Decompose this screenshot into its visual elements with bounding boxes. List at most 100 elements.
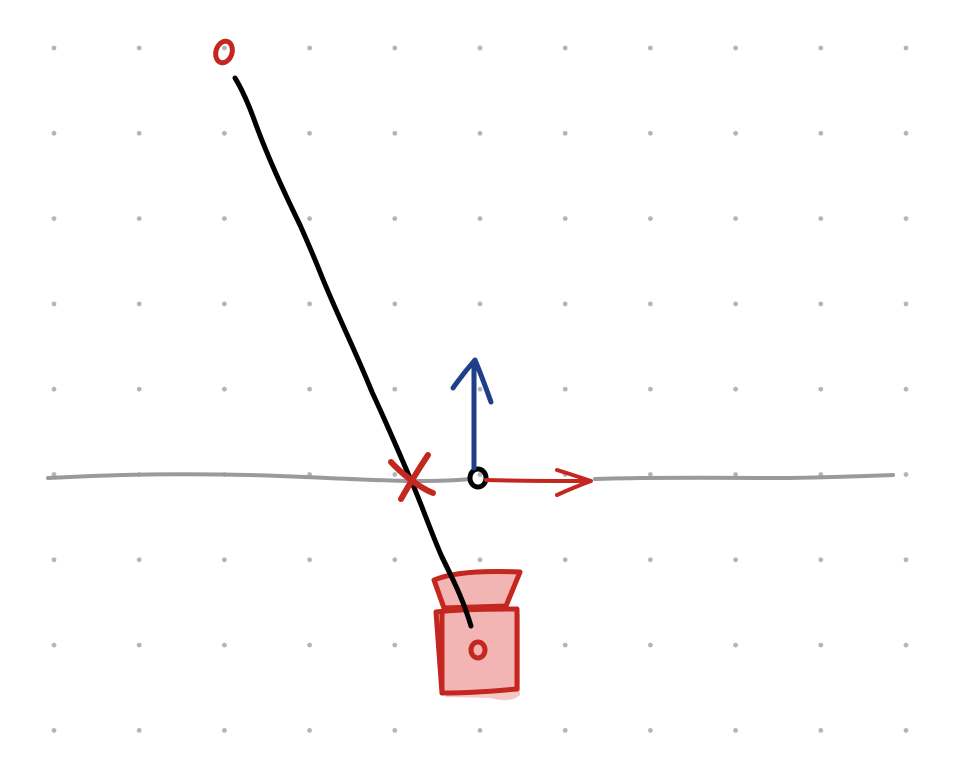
grid-dot <box>903 472 909 477</box>
grid-dot <box>648 301 653 307</box>
grid-dot <box>222 301 227 307</box>
grid-dot <box>307 557 312 563</box>
grid-dot <box>477 386 483 392</box>
grid-dot <box>818 386 824 392</box>
grid-dot <box>392 45 398 51</box>
grid-dot <box>818 557 824 563</box>
grid-dot <box>136 386 142 392</box>
grid-dot <box>136 557 142 563</box>
grid-dot <box>818 45 824 51</box>
grid-dot <box>307 301 312 307</box>
grid-dot <box>733 216 738 222</box>
grid-dot <box>222 728 227 733</box>
grid-dot <box>903 301 909 307</box>
grid-dot <box>222 216 227 222</box>
grid-dot <box>477 301 483 307</box>
grid-dot <box>222 45 227 51</box>
sight-line-end <box>439 554 474 629</box>
grid-dot <box>477 130 483 136</box>
grid-dot <box>51 216 57 222</box>
grid-dot <box>392 557 398 563</box>
grid-dot <box>222 557 227 563</box>
grid-dot <box>733 642 738 648</box>
camera-lens-marker <box>468 639 488 661</box>
grid-dot <box>136 130 142 136</box>
grid-dot <box>562 728 568 733</box>
grid-dot <box>51 45 57 51</box>
grid-dot <box>307 642 312 648</box>
grid-dot <box>477 472 483 477</box>
grid-dot <box>733 45 738 51</box>
sight-line <box>232 75 474 629</box>
grid-dot <box>733 301 738 307</box>
grid-dot <box>392 216 398 222</box>
grid-dot <box>392 472 398 477</box>
grid-dot <box>733 386 738 392</box>
grid-dot <box>51 301 57 307</box>
grid-dot <box>222 642 227 648</box>
grid-dot <box>903 130 909 136</box>
top-point-marker <box>213 38 235 66</box>
grid-dot <box>136 642 142 648</box>
grid-dot <box>648 642 653 648</box>
grid-dot <box>562 386 568 392</box>
grid-dot <box>733 557 738 563</box>
grid-dot <box>392 130 398 136</box>
grid-dot <box>392 728 398 733</box>
grid-dot <box>477 557 483 563</box>
grid-dot <box>392 642 398 648</box>
grid-dot <box>562 301 568 307</box>
ground-line <box>46 472 895 483</box>
grid-dot <box>477 45 483 51</box>
grid-dot <box>903 216 909 222</box>
grid-dot <box>392 386 398 392</box>
camera-icon <box>431 568 523 701</box>
grid-dot <box>903 386 909 392</box>
grid-dot <box>818 301 824 307</box>
grid-dot <box>903 728 909 733</box>
intersection-cross-icon <box>388 452 436 502</box>
origin-marker <box>467 466 489 490</box>
grid-dot <box>136 216 142 222</box>
grid-dot <box>648 45 653 51</box>
grid-dot <box>477 728 483 733</box>
grid-dot <box>392 301 398 307</box>
grid-dot <box>562 557 568 563</box>
grid-dot <box>648 216 653 222</box>
grid-dot <box>307 728 312 733</box>
grid-dot <box>562 642 568 648</box>
camera-lens-hood <box>431 568 523 611</box>
grid-dot <box>562 130 568 136</box>
grid-dot <box>818 642 824 648</box>
grid-dot <box>562 216 568 222</box>
grid-dot <box>903 45 909 51</box>
grid-dot <box>648 728 653 733</box>
grid-dot <box>733 130 738 136</box>
grid-dot <box>51 386 57 392</box>
grid-dot <box>733 728 738 733</box>
grid-dot <box>51 642 57 648</box>
grid-dot <box>307 130 312 136</box>
grid-dot <box>222 130 227 136</box>
grid-dot <box>733 472 738 477</box>
x-axis-arrow-icon <box>484 468 593 497</box>
grid-dot <box>648 130 653 136</box>
grid-dot <box>648 557 653 563</box>
grid-dot <box>307 45 312 51</box>
grid-dot <box>51 728 57 733</box>
grid-dot <box>307 216 312 222</box>
grid-dot <box>562 45 568 51</box>
grid-dot <box>307 386 312 392</box>
grid-dot <box>648 386 653 392</box>
grid-dot <box>51 130 57 136</box>
grid-dot <box>51 557 57 563</box>
grid-dot <box>477 216 483 222</box>
camera-body <box>433 606 520 696</box>
grid-dot <box>903 557 909 563</box>
grid-dot <box>648 472 653 477</box>
y-axis-arrow-icon <box>450 357 494 471</box>
grid-dot <box>136 728 142 733</box>
grid-dot <box>222 386 227 392</box>
grid-dot <box>818 728 824 733</box>
